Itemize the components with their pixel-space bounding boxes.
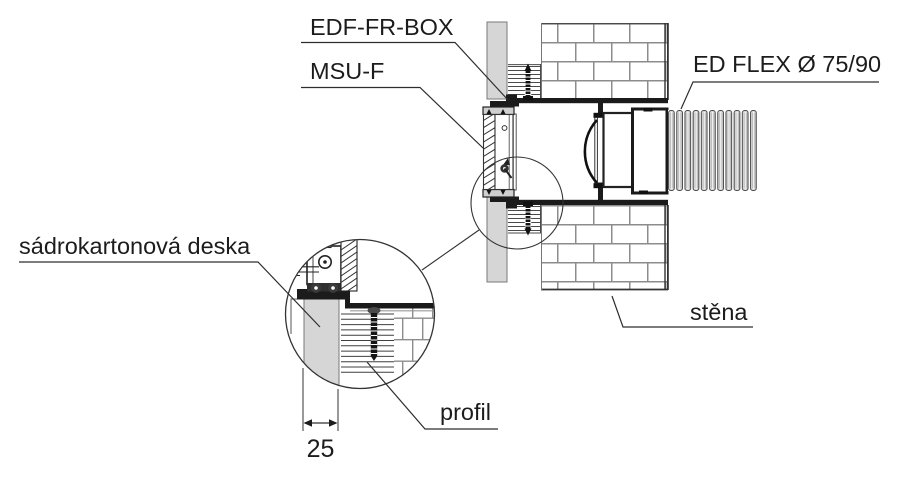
- detail-screw: [367, 307, 381, 361]
- plasterboard-strip-top: [486, 21, 508, 100]
- label-msu-f: MSU-F: [310, 58, 384, 84]
- leader-msu-f: [301, 86, 484, 149]
- leader-edf-fr-box: [301, 41, 509, 101]
- furring-profile-top: [508, 64, 541, 99]
- detail-profile-lines: [341, 313, 394, 373]
- label-profile: profil: [440, 399, 491, 425]
- leader-wall: [611, 295, 753, 328]
- connection-spigot: [602, 111, 634, 189]
- screw-top: [523, 63, 533, 101]
- detail-flange: [297, 289, 434, 312]
- leader-profile: [366, 361, 498, 430]
- duct-coupling: [631, 107, 669, 195]
- dimension-value: 25: [307, 435, 335, 463]
- plasterboard-strip-bottom: [486, 195, 508, 283]
- brick-wall-bottom: [541, 205, 669, 291]
- label-edf-fr-box: EDF-FR-BOX: [310, 14, 454, 40]
- detail-plasterboard: [303, 289, 340, 388]
- damper-arc: [583, 119, 598, 184]
- detail-indicator-circle: [470, 156, 564, 250]
- label-plasterboard: sádrokartonová deska: [19, 233, 251, 259]
- callouts: [19, 41, 879, 430]
- label-wall: stěna: [690, 299, 748, 325]
- label-ed-flex: ED FLEX Ø 75/90: [693, 51, 881, 77]
- screw-bottom: [523, 201, 533, 236]
- leader-ed-flex: [680, 81, 879, 110]
- dimension-25: 25: [302, 368, 339, 463]
- msu-f-frame: [482, 106, 515, 198]
- furring-profile-bottom: [508, 204, 541, 234]
- detail-connector-line: [421, 229, 480, 271]
- leader-plasterboard: [19, 261, 321, 328]
- brick-wall-top: [541, 23, 669, 100]
- ed-flex-duct: [668, 110, 757, 191]
- detail-view: [284, 238, 436, 390]
- edf-fr-box-body: [490, 94, 668, 209]
